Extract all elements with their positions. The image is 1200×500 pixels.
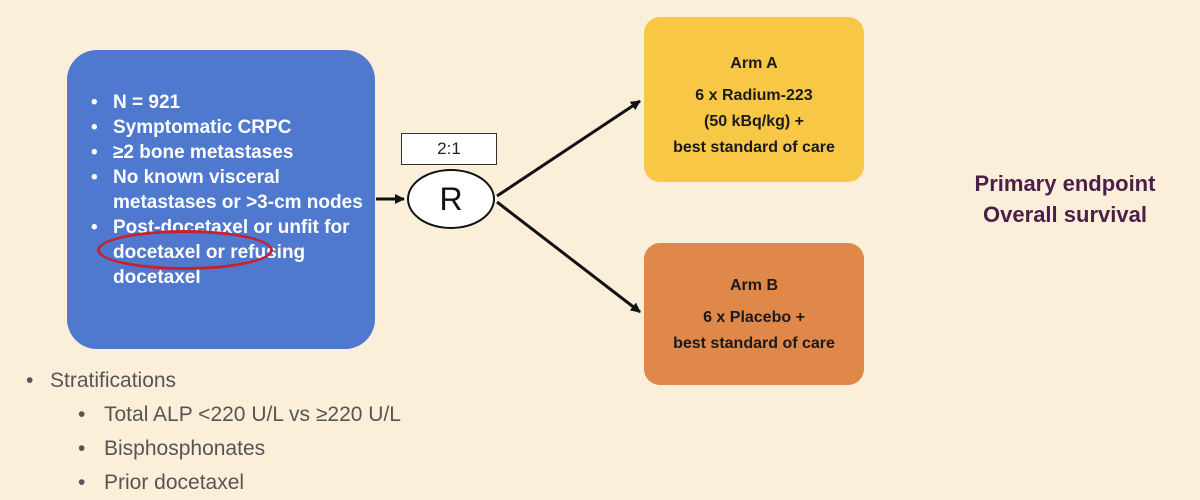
randomization-ratio-box: 2:1: [401, 133, 497, 165]
stratifications-list: Total ALP <220 U/L vs ≥220 U/L Bisphosph…: [26, 398, 401, 500]
eligibility-item: N = 921: [91, 90, 367, 115]
arm-b-title: Arm B: [729, 277, 778, 294]
endpoint-heading: Primary endpoint: [974, 171, 1156, 196]
stratification-item: Total ALP <220 U/L vs ≥220 U/L: [78, 398, 401, 432]
eligibility-box: N = 921 Symptomatic CRPC ≥2 bone metasta…: [67, 50, 375, 349]
eligibility-item: No known visceral metastases or >3-cm no…: [91, 165, 367, 215]
endpoint-value: Overall survival: [983, 202, 1147, 227]
arm-b-box: Arm B 6 x Placebo + best standard of car…: [644, 243, 864, 385]
arm-a-title: Arm A: [730, 55, 778, 72]
arm-b-line: best standard of care: [673, 335, 835, 352]
stratification-item: Prior docetaxel: [78, 466, 401, 500]
arrow-to-arm-b: [496, 200, 641, 314]
eligibility-item: ≥2 bone metastases: [91, 140, 367, 165]
arm-b-line: 6 x Placebo +: [703, 309, 805, 326]
eligibility-item: Symptomatic CRPC: [91, 115, 367, 140]
primary-endpoint: Primary endpoint Overall survival: [930, 168, 1200, 230]
eligibility-list: N = 921 Symptomatic CRPC ≥2 bone metasta…: [91, 90, 367, 290]
post-docetaxel-highlight-ellipse: [97, 230, 273, 270]
arrow-to-arm-a: [496, 99, 641, 198]
stratifications-heading: Stratifications: [26, 366, 401, 396]
arm-a-box: Arm A 6 x Radium-223 (50 kBq/kg) + best …: [644, 17, 864, 182]
arm-a-line: (50 kBq/kg) +: [703, 113, 805, 130]
arm-a-line: 6 x Radium-223: [695, 87, 813, 104]
stratification-item: Bisphosphonates: [78, 432, 401, 466]
arm-a-line: best standard of care: [673, 139, 835, 156]
randomization-node: R: [407, 169, 495, 229]
stratifications: Stratifications Total ALP <220 U/L vs ≥2…: [26, 366, 401, 500]
